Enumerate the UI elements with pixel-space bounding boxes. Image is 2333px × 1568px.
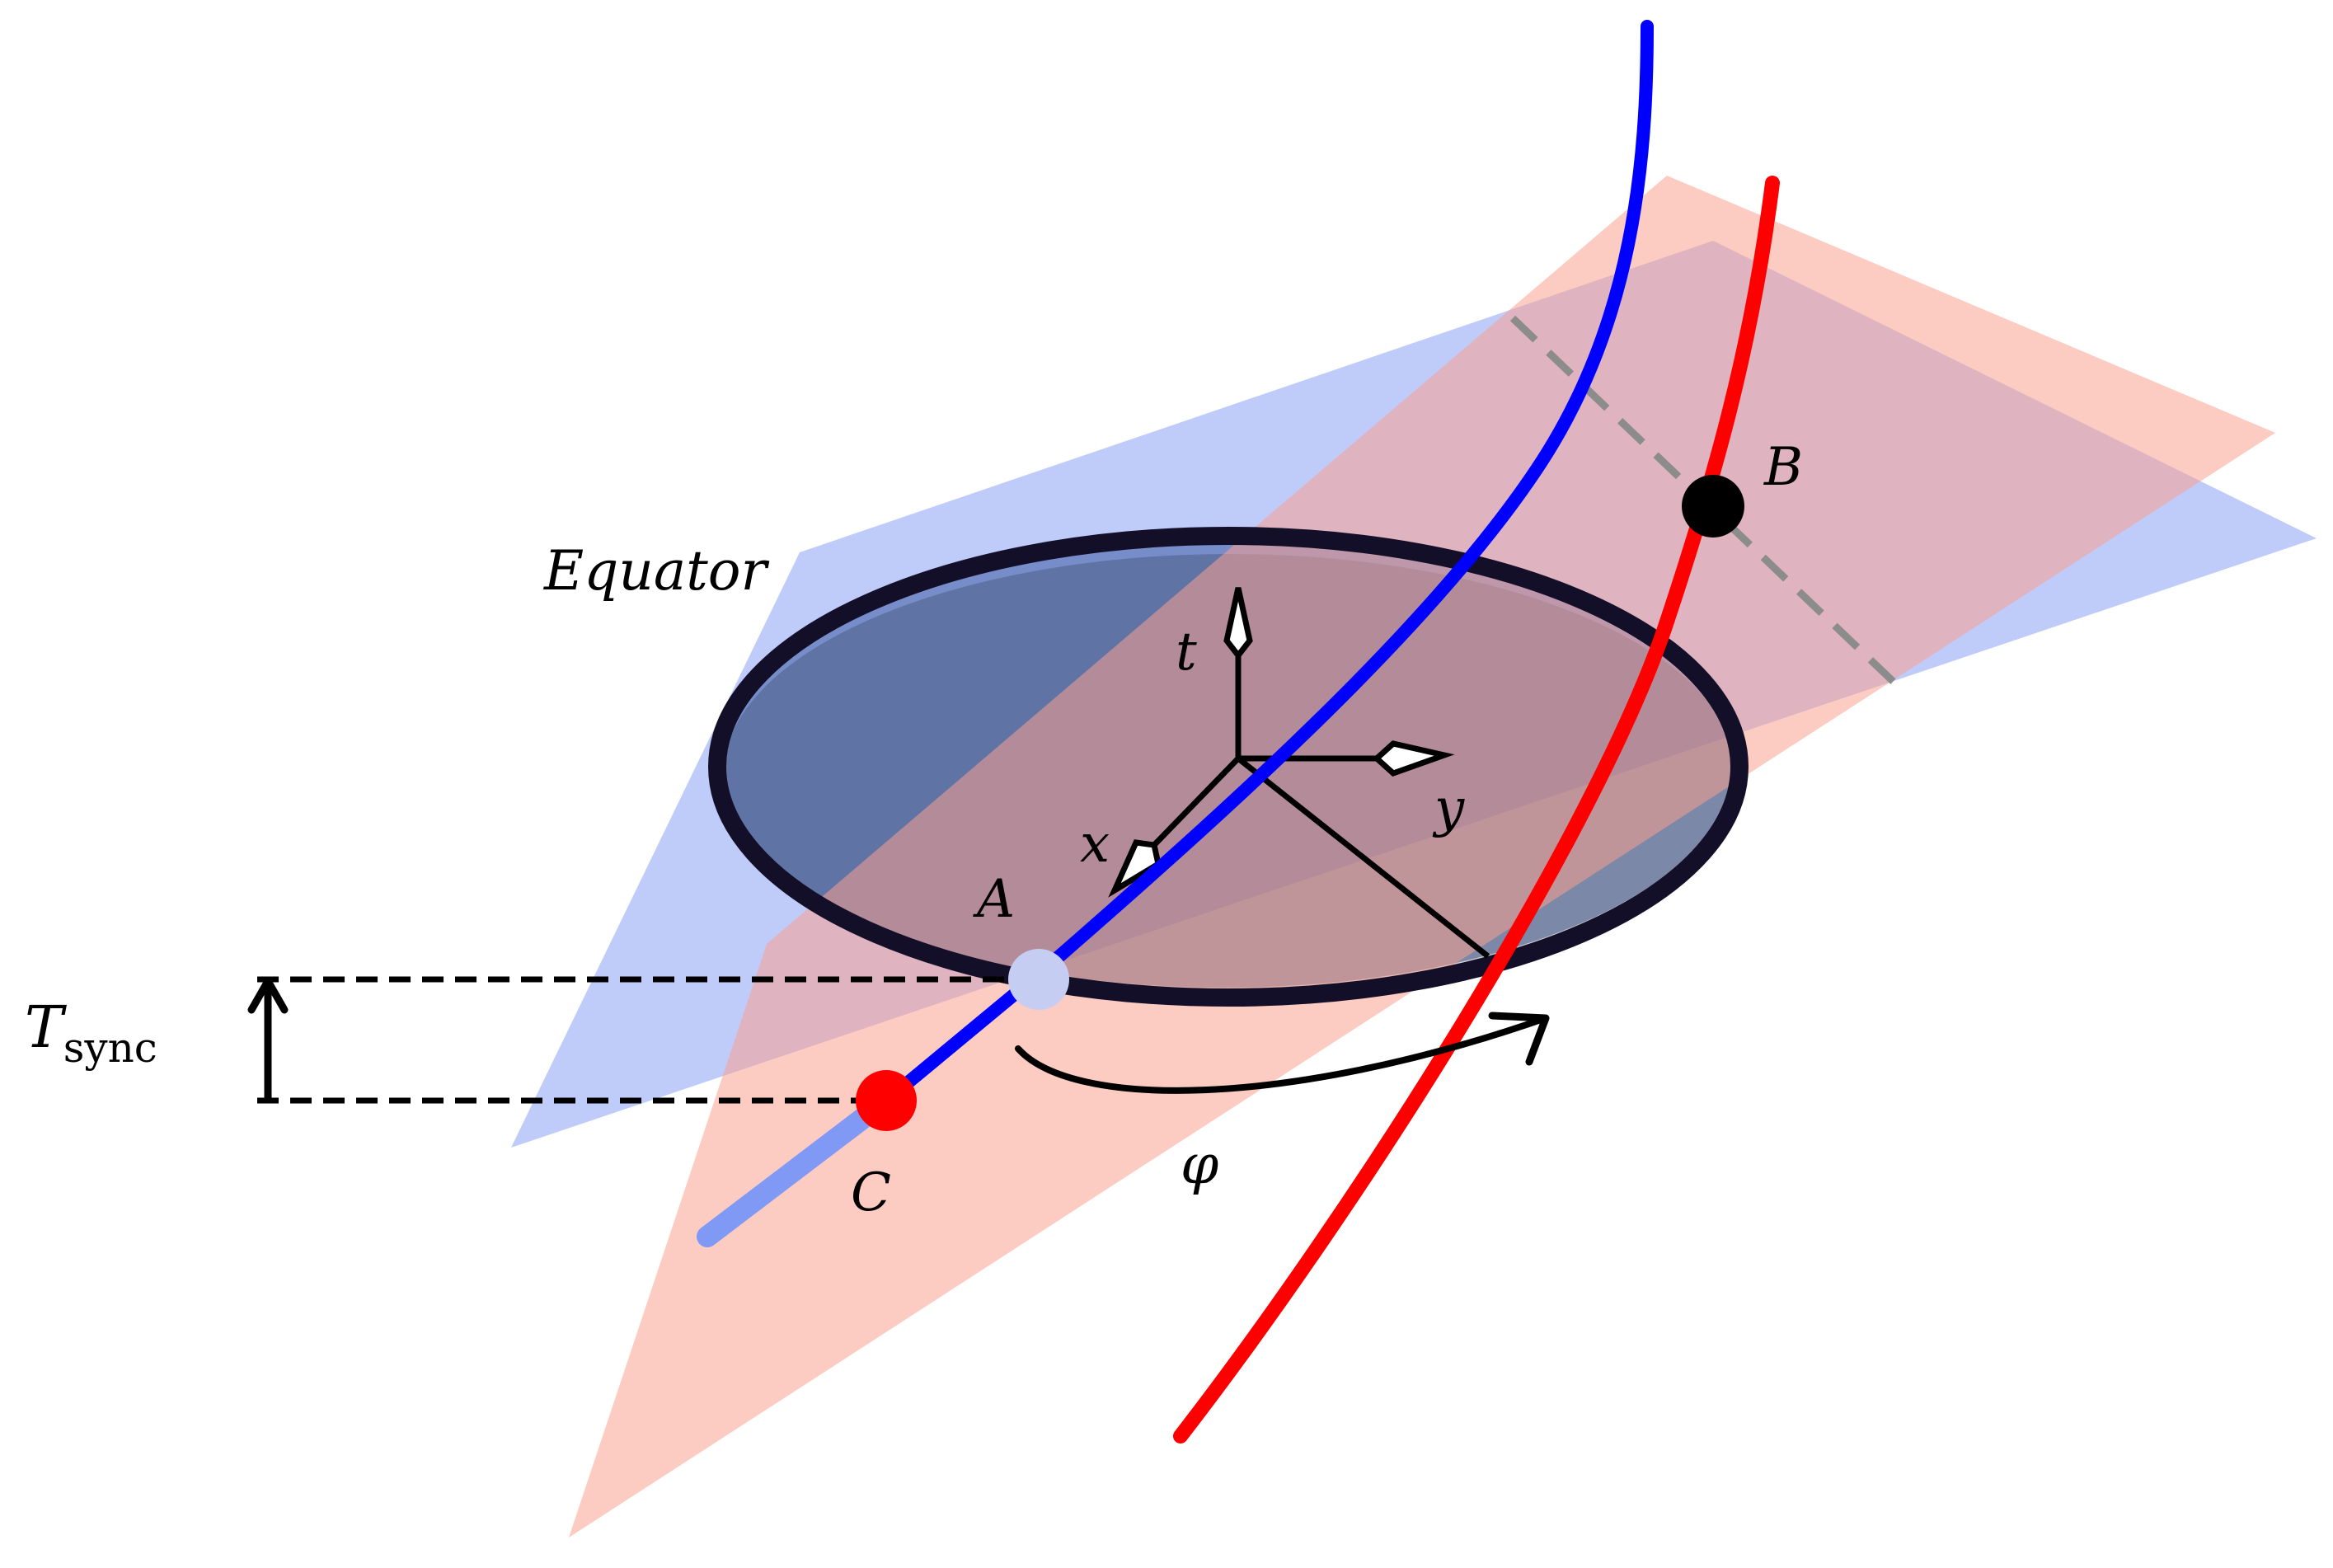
x-axis-label: x xyxy=(1080,814,1110,875)
tsync-label-main: T xyxy=(25,993,67,1061)
red-simultaneity-plane xyxy=(569,176,2275,1537)
phi-label: φ xyxy=(1181,1133,1218,1196)
tsync-arrowhead xyxy=(247,977,289,1014)
radius-line xyxy=(1236,756,1490,959)
t-axis-label: t xyxy=(1176,622,1197,683)
point-c-label: C xyxy=(851,1162,891,1223)
equator-label: Equator xyxy=(543,539,770,603)
tsync-label: Tsync xyxy=(25,993,157,1072)
rotation-arrow xyxy=(1015,1015,1549,1094)
point-b-label: B xyxy=(1763,437,1803,498)
rotation-arrowhead xyxy=(1488,1012,1550,1066)
blue-worldline-past xyxy=(697,1090,897,1247)
y-axis-label: y xyxy=(1432,778,1465,839)
y-axis-arrowhead xyxy=(1372,740,1455,777)
point-a-label: A xyxy=(973,869,1015,930)
coordinate-axes xyxy=(1108,587,1490,959)
point-b-marker xyxy=(1682,475,1744,538)
blue-worldline xyxy=(880,20,1654,1107)
point-c-marker xyxy=(856,1070,917,1131)
equator-outline xyxy=(708,527,1749,1007)
red-worldline xyxy=(1173,176,1780,1444)
x-axis-line xyxy=(1152,756,1241,847)
tsync-label-sub: sync xyxy=(63,1024,157,1072)
t-axis-arrowhead xyxy=(1223,587,1253,660)
point-a-marker xyxy=(1008,949,1069,1010)
x-axis-arrowhead xyxy=(1108,839,1162,898)
